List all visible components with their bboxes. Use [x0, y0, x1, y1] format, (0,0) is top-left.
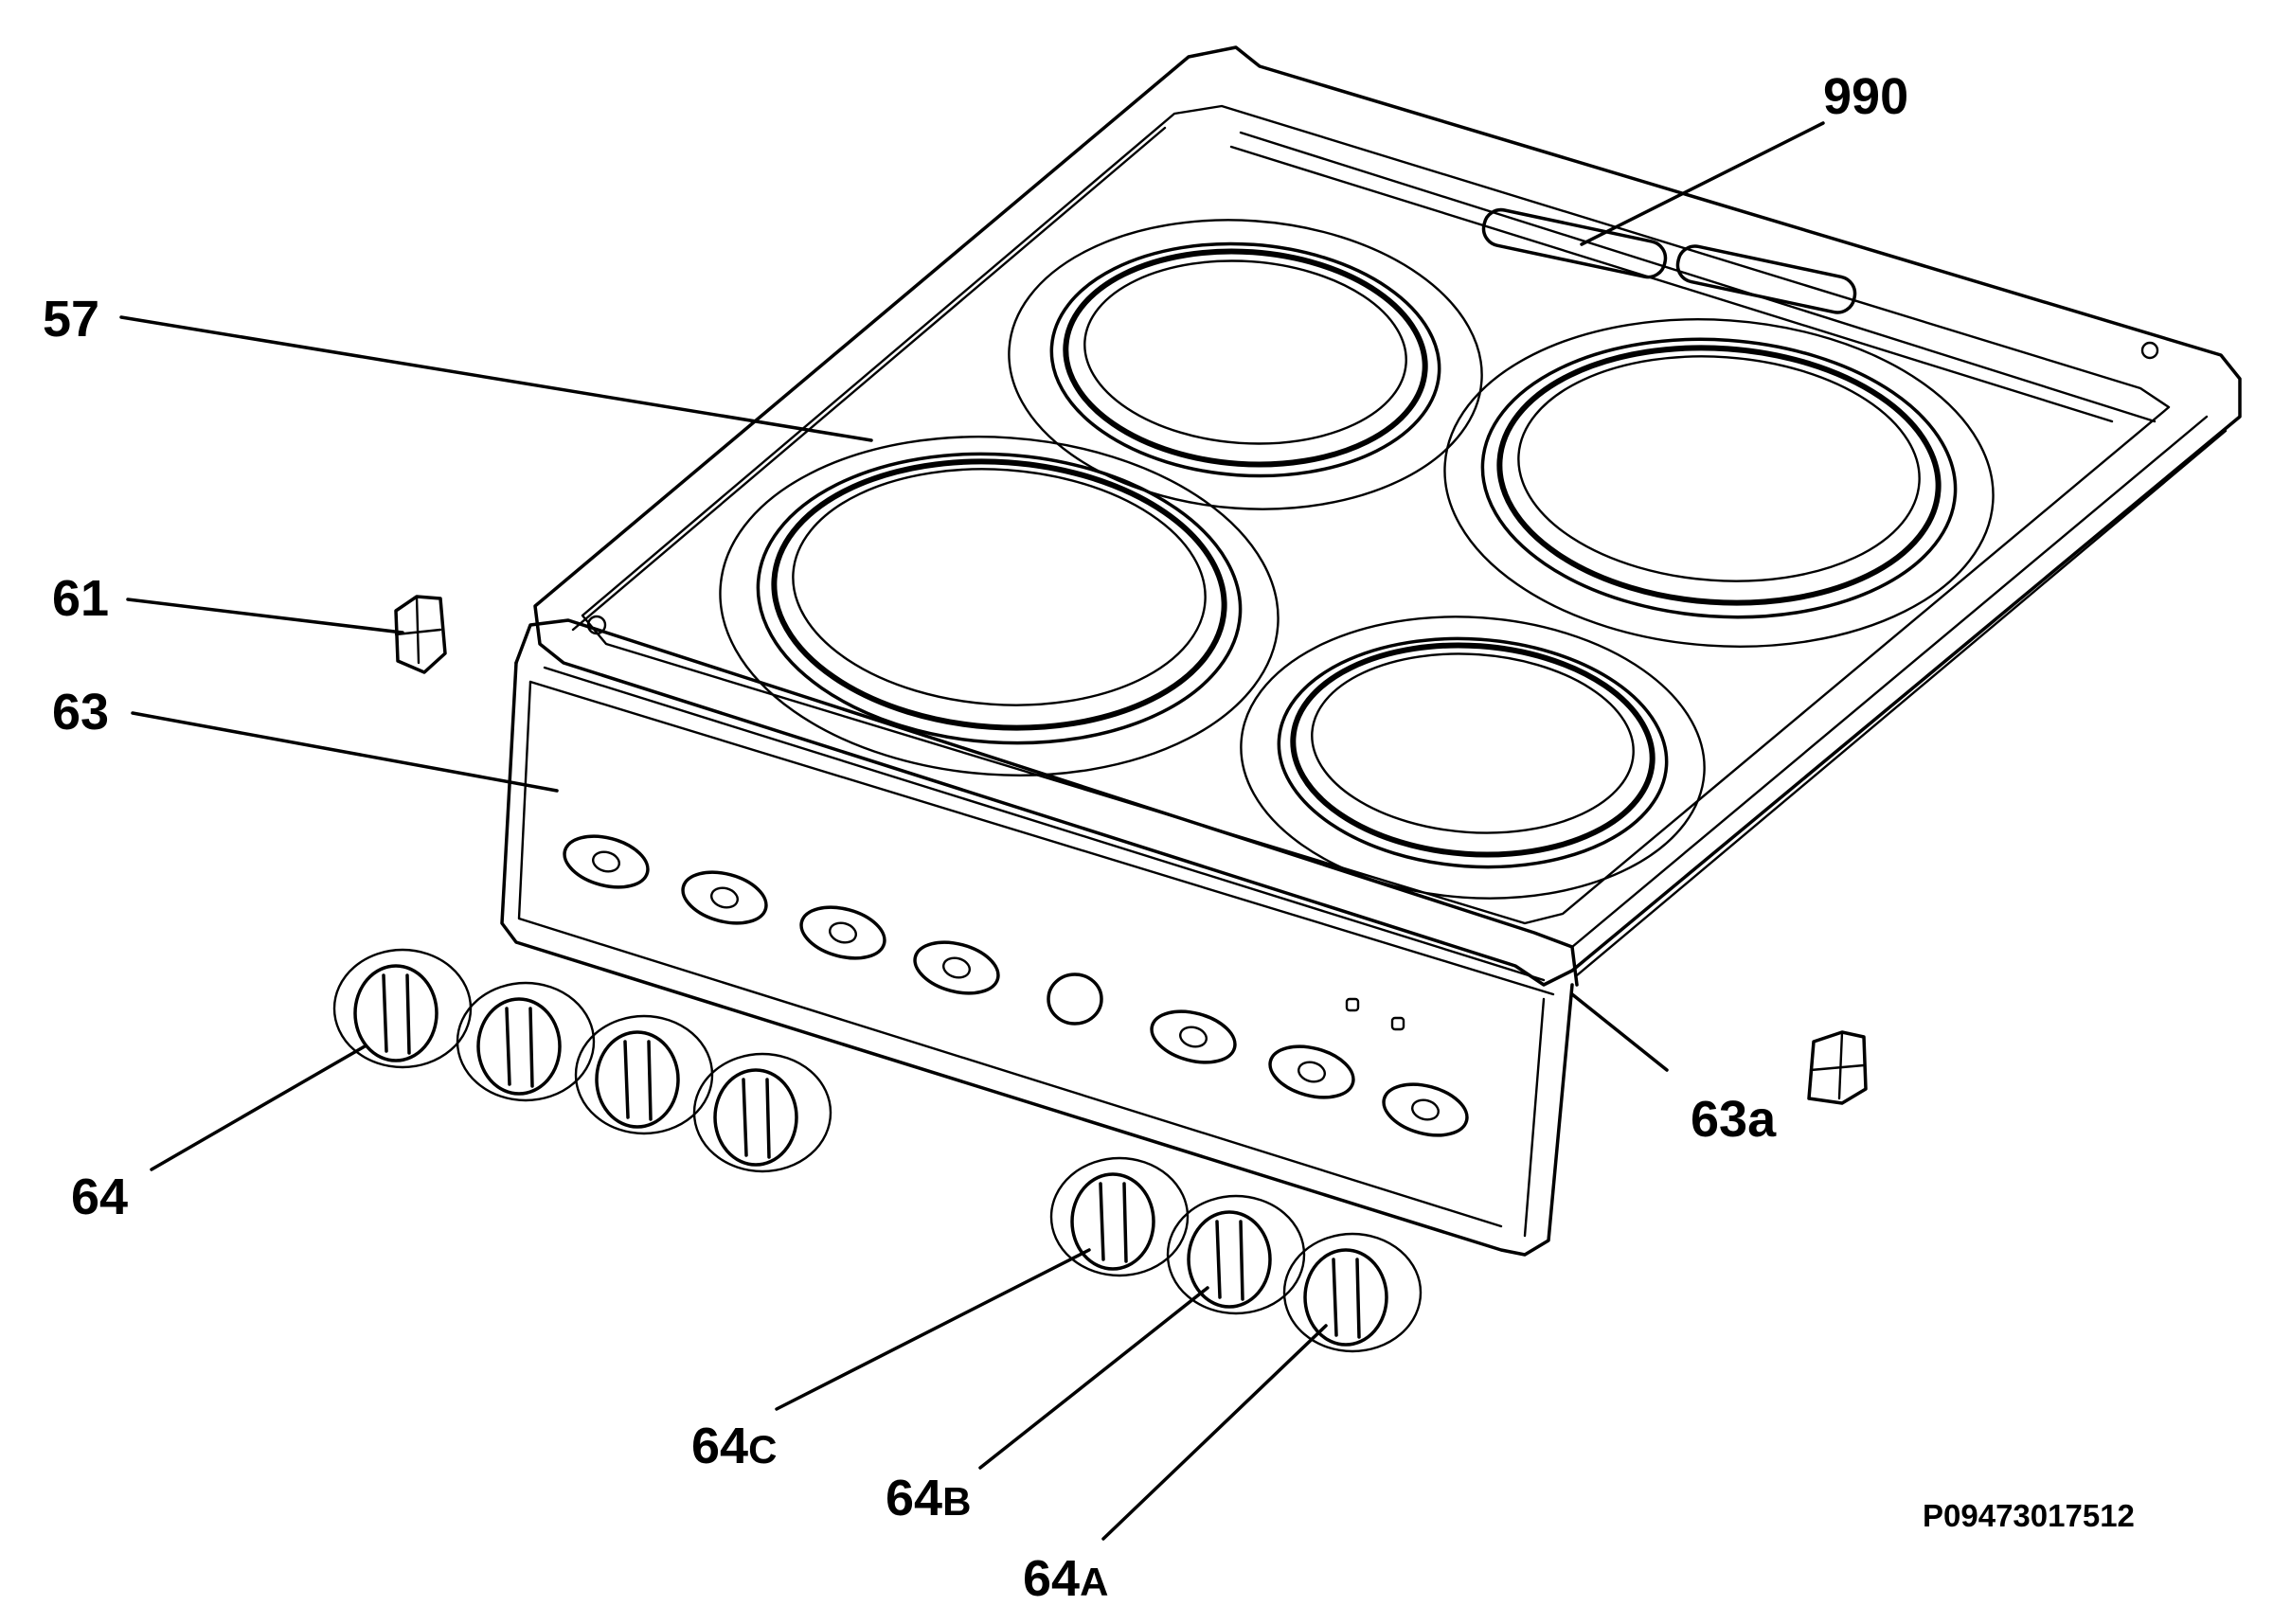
knob-3 — [574, 1014, 714, 1135]
hotplate-rear-left — [1008, 219, 1483, 510]
knob-64c — [1049, 1156, 1190, 1277]
fascia-knob-bezels — [563, 834, 1469, 1137]
control-knobs-hob — [332, 948, 832, 1173]
hotplate-front-left — [719, 436, 1280, 776]
hob-top-plate — [514, 45, 2242, 996]
label-990: 990 — [1823, 68, 1908, 125]
label-63a: 63a — [1691, 1091, 1777, 1148]
label-64b: 64B — [886, 1470, 971, 1526]
side-clip-left — [394, 595, 447, 674]
label-64b-number: 64 — [886, 1470, 942, 1526]
label-64a: 64A — [1023, 1550, 1108, 1607]
hotplate-front-right — [1240, 616, 1706, 900]
label-64a-letter: A — [1080, 1560, 1108, 1604]
control-knobs-oven — [1049, 1156, 1423, 1353]
label-64c-letter: C — [748, 1427, 777, 1472]
side-clip-right — [1807, 1030, 1868, 1105]
knob-4 — [692, 1052, 832, 1173]
drawing-code: P09473017512 — [1923, 1498, 2135, 1533]
label-64: 64 — [71, 1169, 128, 1225]
label-64c-number: 64 — [691, 1418, 748, 1474]
hotplate-rear-right — [1443, 318, 1995, 648]
label-61: 61 — [52, 570, 109, 627]
knob-2 — [456, 981, 596, 1102]
pilot-light-1 — [1345, 997, 1360, 1012]
label-64a-number: 64 — [1023, 1550, 1080, 1607]
label-64b-letter: B — [942, 1479, 971, 1524]
knob-1 — [332, 948, 473, 1069]
label-64c: 64C — [691, 1418, 777, 1474]
knob-64b — [1166, 1194, 1306, 1315]
label-63: 63 — [52, 684, 109, 741]
label-57: 57 — [43, 291, 99, 348]
knob-64a — [1282, 1232, 1423, 1353]
pilot-light-2 — [1390, 1016, 1405, 1031]
indicator-lamp — [1047, 973, 1103, 1026]
callout-labels: 990 57 61 63 63a 64 64C 64B 64A P0947301… — [43, 68, 2135, 1607]
leader-lines — [119, 121, 1825, 1541]
control-panel-fascia — [500, 661, 1574, 1257]
